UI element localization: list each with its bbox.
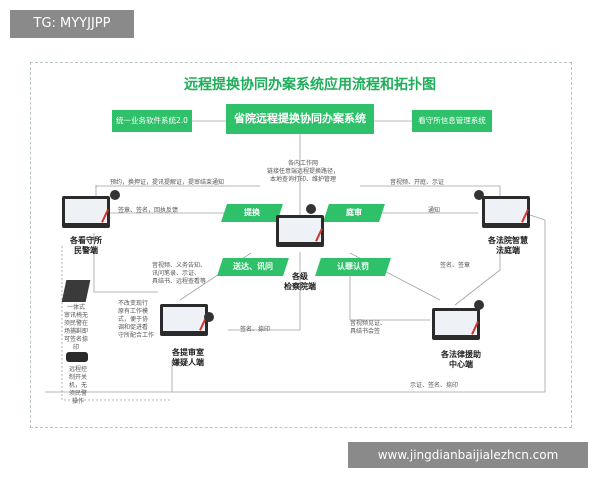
flow-text-sign-left: 签章、签名，回执反馈	[118, 207, 179, 214]
camera-icon	[110, 190, 120, 200]
node-legal: 各法律援助中心端	[441, 350, 481, 369]
center-notes: 各内工作网 链接任意端远程提换路径， 本地查询打印、维护管理	[266, 160, 339, 183]
node-suspect: 各提审室嫌疑人端	[172, 348, 204, 367]
remote-icon	[66, 352, 88, 362]
flow-text-notify: 通知	[428, 207, 441, 214]
flow-tingshen: 庭审	[323, 204, 385, 222]
watermark: www.jingdianbaijialezhcn.com	[348, 442, 588, 468]
flow-text-top-left: 预约，换押证，提讯提解证，提审结束通知	[110, 179, 225, 186]
flow-text-mid-bottom: 音视频见证、具结书会签	[350, 320, 387, 335]
monitor-court	[482, 196, 530, 228]
node-court: 各法院智慧法庭端	[488, 236, 528, 255]
flow-text-bottom: 示证、签名、捺印	[410, 382, 459, 389]
diagram-frame	[30, 62, 572, 428]
side-note-remote: 远程控制开关机，无 须民警操作	[68, 366, 87, 405]
diagram-title: 远程提换协同办案系统应用流程和拓扑图	[184, 77, 436, 93]
camera-icon	[204, 312, 214, 322]
flow-text-sign-bottom: 签名、捺印	[240, 326, 271, 333]
monitor-suspect	[160, 304, 208, 336]
chair-image	[61, 280, 91, 302]
side-note-chair: 一体式审讯椅无须民警在 场捕斟即可签名捺印	[63, 304, 88, 351]
node-proc: 各级检察院端	[284, 272, 316, 291]
monitor-legal	[432, 308, 480, 340]
flow-text-top-right: 音视频、开庭、示证	[390, 179, 445, 186]
flow-text-left-mid: 音视频、义务告知、讯问笔录、示证、具结书、远程查看等	[152, 262, 207, 285]
detention-system-box: 看守所信息管理系统	[412, 110, 492, 132]
main-system-box: 省院远程提换协同办案系统	[226, 104, 374, 134]
monitor-kss	[62, 196, 110, 228]
camera-icon	[306, 204, 316, 214]
camera-icon	[474, 300, 484, 310]
flow-tijian: 提换	[221, 204, 283, 222]
monitor-proc	[276, 215, 324, 247]
node-kss: 各看守所民警端	[70, 236, 102, 255]
camera-icon	[474, 190, 484, 200]
flow-text-sign-right: 签名、签章	[440, 262, 471, 269]
legacy-system-box: 统一业务软件系统2.0	[112, 110, 192, 132]
left-note: 不改变现行原有工作模式，便于协调和促进看守所配合工作	[118, 300, 155, 339]
top-tag: TG: MYYJJPP	[10, 10, 134, 38]
